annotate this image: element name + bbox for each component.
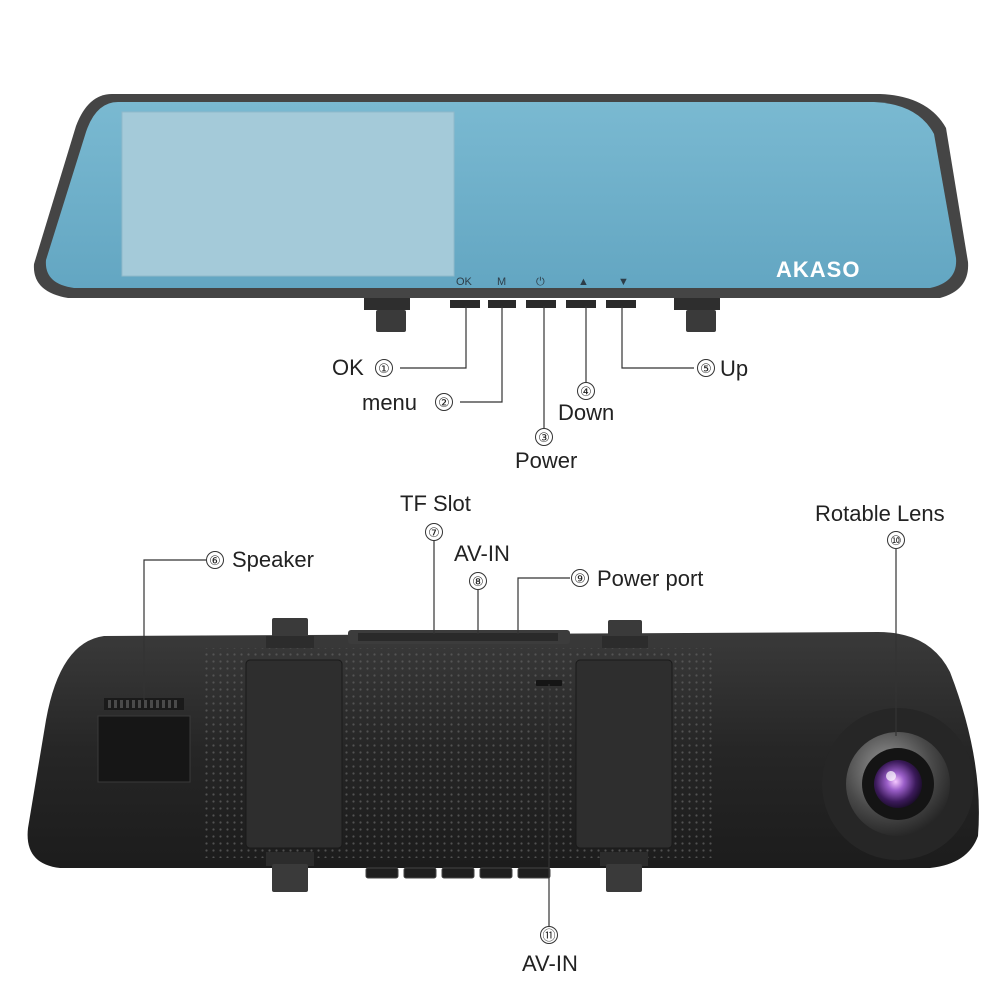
callout-speaker: ⑥ Speaker — [206, 547, 314, 572]
brand-logo: AKASO — [776, 257, 860, 282]
svg-text:⑩: ⑩ — [890, 534, 902, 549]
back-clip-bottom-right — [600, 852, 648, 892]
svg-text:⑨: ⑨ — [574, 572, 586, 587]
front-button-nubs — [450, 300, 636, 308]
svg-text:⑦: ⑦ — [428, 526, 440, 541]
front-callout-leaders — [400, 306, 694, 428]
back-clip-bottom-left — [266, 852, 314, 892]
svg-text:③: ③ — [538, 431, 550, 446]
mount-pad-left — [245, 659, 343, 849]
speaker-grille — [104, 698, 184, 710]
svg-text:Rotable Lens: Rotable Lens — [815, 501, 945, 526]
svg-text:⑧: ⑧ — [472, 575, 484, 590]
up-arrow-icon[interactable]: ▲ — [578, 276, 589, 288]
back-callout-leaders — [143, 540, 897, 926]
svg-text:AV-IN: AV-IN — [522, 951, 578, 976]
down-arrow-icon[interactable]: ▼ — [618, 276, 629, 288]
svg-text:④: ④ — [580, 385, 592, 400]
svg-text:②: ② — [438, 396, 450, 411]
callout-down: ④ Down — [558, 382, 614, 425]
display-area — [122, 112, 454, 276]
mount-clip-right — [674, 296, 720, 332]
svg-text:⑥: ⑥ — [209, 554, 221, 569]
svg-text:①: ① — [378, 362, 390, 377]
back-view — [27, 618, 979, 892]
back-bottom-buttons — [365, 867, 551, 879]
svg-text:Speaker: Speaker — [232, 547, 314, 572]
svg-text:Down: Down — [558, 400, 614, 425]
back-clip-top-right — [602, 620, 648, 648]
callout-power: ③ Power — [515, 428, 577, 473]
svg-text:menu: menu — [362, 390, 417, 415]
ok-button[interactable]: OK — [456, 276, 473, 288]
svg-text:Power port: Power port — [597, 566, 703, 591]
callout-rotable-lens: Rotable Lens ⑩ — [815, 501, 945, 549]
svg-text:Power: Power — [515, 448, 577, 473]
callout-av-in-top: AV-IN ⑧ — [454, 541, 510, 590]
power-icon[interactable]: ⏻ — [536, 276, 545, 288]
mount-clip-left — [364, 296, 410, 332]
svg-text:⑪: ⑪ — [542, 929, 555, 944]
callout-ok: OK ① — [332, 355, 393, 380]
svg-text:⑤: ⑤ — [700, 362, 712, 377]
callout-menu: menu ② — [362, 390, 453, 415]
mount-pad-right — [575, 659, 673, 849]
callout-av-in-bottom: ⑪ AV-IN — [522, 926, 578, 976]
callout-power-port: ⑨ Power port — [571, 566, 703, 591]
svg-text:AV-IN: AV-IN — [454, 541, 510, 566]
menu-button[interactable]: M — [497, 276, 506, 288]
av-in-port-rear — [536, 680, 562, 686]
callout-tf-slot: TF Slot ⑦ — [400, 491, 471, 541]
rotable-lens — [822, 708, 974, 860]
svg-text:TF Slot: TF Slot — [400, 491, 471, 516]
front-view: AKASO OK M ⏻ ▲ ▼ — [33, 94, 969, 332]
callout-up: ⑤ Up — [697, 356, 748, 381]
label-sticker — [97, 715, 191, 783]
svg-text:Up: Up — [720, 356, 748, 381]
svg-text:OK: OK — [332, 355, 364, 380]
back-clip-top-left — [266, 618, 314, 648]
